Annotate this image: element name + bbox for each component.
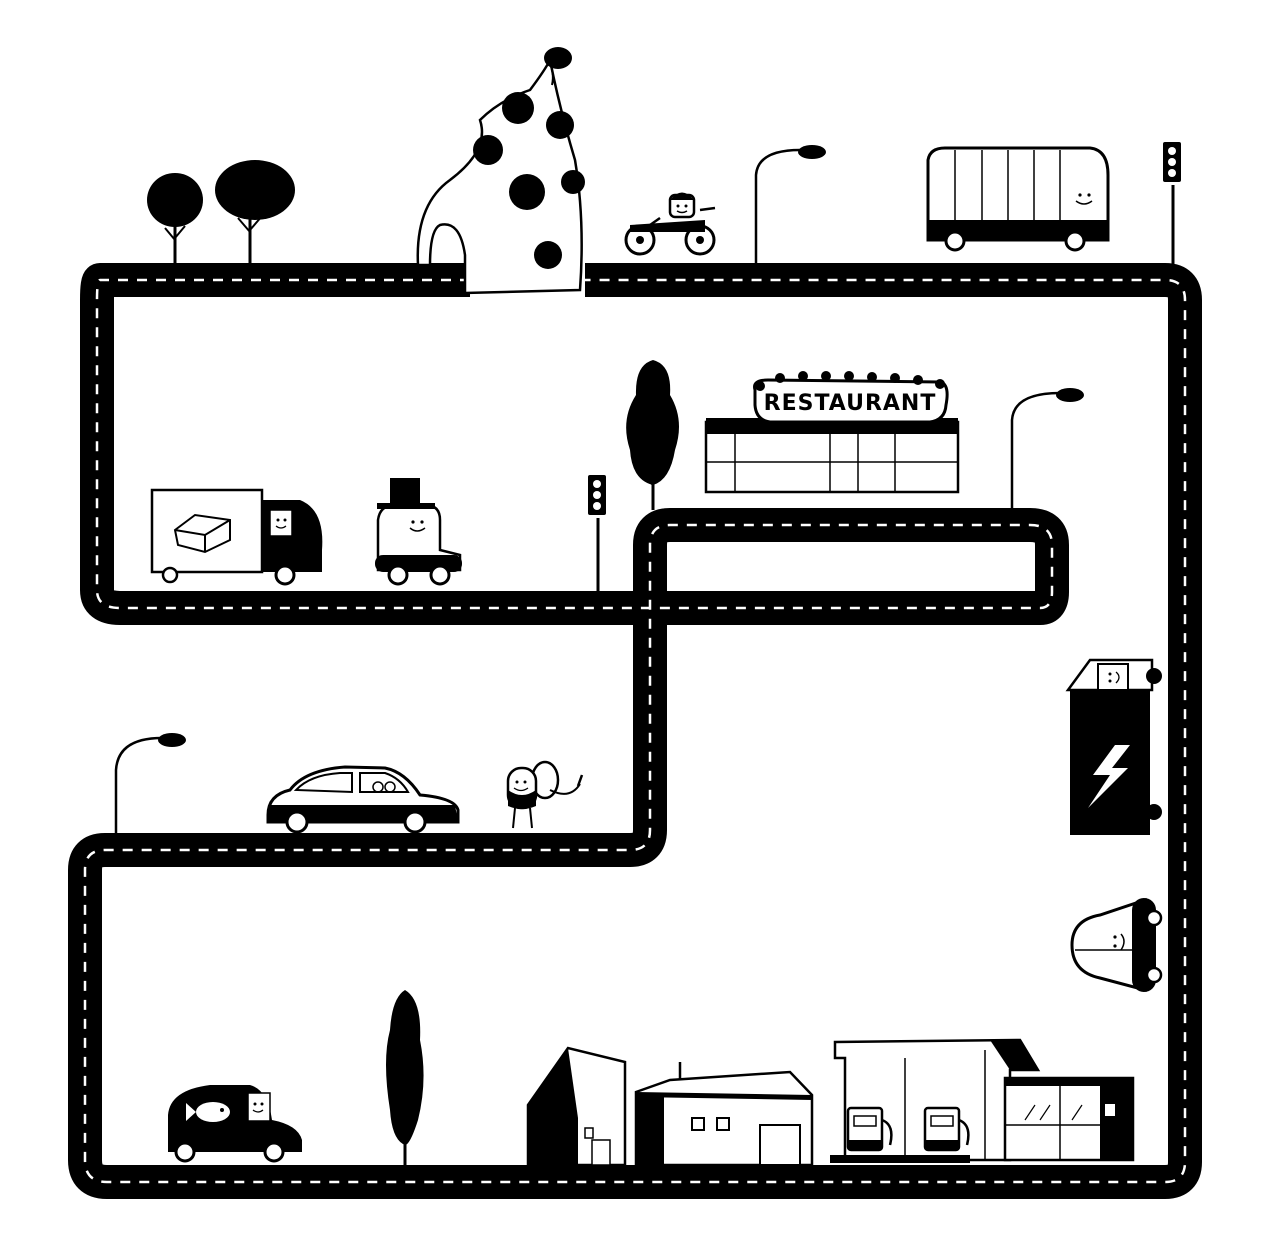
tree-icon bbox=[147, 173, 203, 265]
tree-icon bbox=[215, 160, 295, 265]
tree-icon bbox=[386, 990, 424, 1168]
traffic-light-icon bbox=[1163, 142, 1181, 265]
lightning-truck-icon bbox=[1065, 658, 1162, 835]
hitchhiker-icon bbox=[506, 760, 584, 829]
sedan-icon bbox=[266, 765, 460, 834]
tree-icon bbox=[626, 360, 679, 510]
road-center-dashes bbox=[83, 278, 1187, 1184]
restaurant-sign: RESTAURANT bbox=[764, 391, 937, 416]
road bbox=[68, 263, 1202, 1199]
gas-station-icon bbox=[830, 1038, 1135, 1163]
restaurant-icon: RESTAURANT bbox=[704, 371, 960, 494]
street-lamp-icon bbox=[114, 733, 186, 835]
house-icon bbox=[634, 1062, 814, 1167]
bus-icon bbox=[926, 146, 1110, 252]
rock-tower-icon bbox=[416, 47, 585, 295]
house-icon bbox=[526, 1046, 627, 1167]
top-hat-car-icon bbox=[375, 478, 462, 586]
moving-truck-icon bbox=[150, 488, 323, 586]
fish-car-icon bbox=[168, 1085, 302, 1163]
small-car-icon bbox=[1070, 897, 1163, 992]
street-lamp-icon bbox=[1010, 388, 1084, 508]
street-lamp-icon bbox=[754, 145, 826, 265]
traffic-light-icon bbox=[588, 475, 606, 598]
motorcycle-icon bbox=[624, 192, 716, 256]
